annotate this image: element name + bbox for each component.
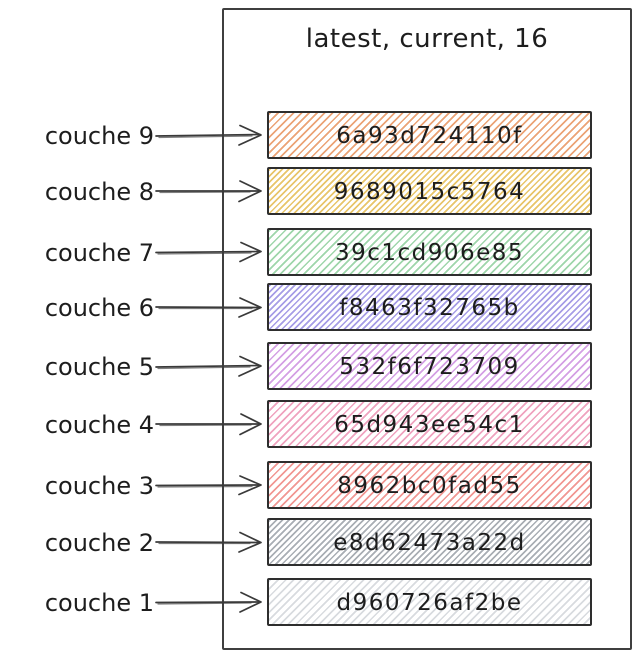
layer-row: couche 7 39c1cd906e85 <box>0 228 640 276</box>
arrow-icon <box>155 297 262 318</box>
layer-label: couche 3 <box>44 472 154 500</box>
layer-hash: 6a93d724110f <box>336 122 523 149</box>
layer-label: couche 5 <box>44 353 154 381</box>
layer-box: 9689015c5764 <box>267 167 592 215</box>
layer-label: couche 4 <box>44 411 154 439</box>
layer-label: couche 7 <box>44 239 154 267</box>
arrow-icon <box>155 355 262 377</box>
arrow-icon <box>155 180 262 203</box>
arrow-icon <box>155 124 262 146</box>
layer-box: e8d62473a22d <box>267 518 592 566</box>
layer-hash: f8463f32765b <box>339 294 520 321</box>
layer-box: 65d943ee54c1 <box>267 400 592 448</box>
layer-box: 6a93d724110f <box>267 111 592 159</box>
layer-row: couche 5 532f6f723709 <box>0 342 640 390</box>
layer-row: couche 6 f8463f32765b <box>0 283 640 331</box>
layer-row: couche 1 d960726af2be <box>0 578 640 626</box>
arrow-icon <box>155 591 262 613</box>
layer-hash: 9689015c5764 <box>333 178 526 205</box>
layer-hash: 65d943ee54c1 <box>334 411 525 438</box>
layer-hash: 39c1cd906e85 <box>334 239 525 266</box>
layer-box: 8962bc0fad55 <box>267 461 592 509</box>
image-tags-title: latest, current, 16 <box>305 24 549 54</box>
layer-row: couche 9 6a93d724110f <box>0 111 640 159</box>
layer-box: 39c1cd906e85 <box>267 228 592 276</box>
layer-hash: 8962bc0fad55 <box>337 472 522 499</box>
layer-label: couche 9 <box>44 122 154 150</box>
layer-row: couche 8 9689015c5764 <box>0 167 640 215</box>
layer-hash: d960726af2be <box>336 589 523 616</box>
layer-row: couche 3 8962bc0fad55 <box>0 461 640 509</box>
arrow-icon <box>155 475 262 496</box>
arrow-icon <box>155 413 262 436</box>
layer-hash: e8d62473a22d <box>333 529 526 556</box>
layer-label: couche 8 <box>44 178 154 206</box>
layer-row: couche 2 e8d62473a22d <box>0 518 640 566</box>
layer-box: 532f6f723709 <box>267 342 592 390</box>
layer-label: couche 2 <box>44 529 154 557</box>
layer-label: couche 1 <box>44 589 154 617</box>
arrow-icon <box>155 531 262 553</box>
layer-hash: 532f6f723709 <box>339 353 520 380</box>
layer-box: f8463f32765b <box>267 283 592 331</box>
layer-row: couche 4 65d943ee54c1 <box>0 400 640 448</box>
layer-box: d960726af2be <box>267 578 592 626</box>
layer-label: couche 6 <box>44 294 154 322</box>
arrow-icon <box>155 241 262 263</box>
